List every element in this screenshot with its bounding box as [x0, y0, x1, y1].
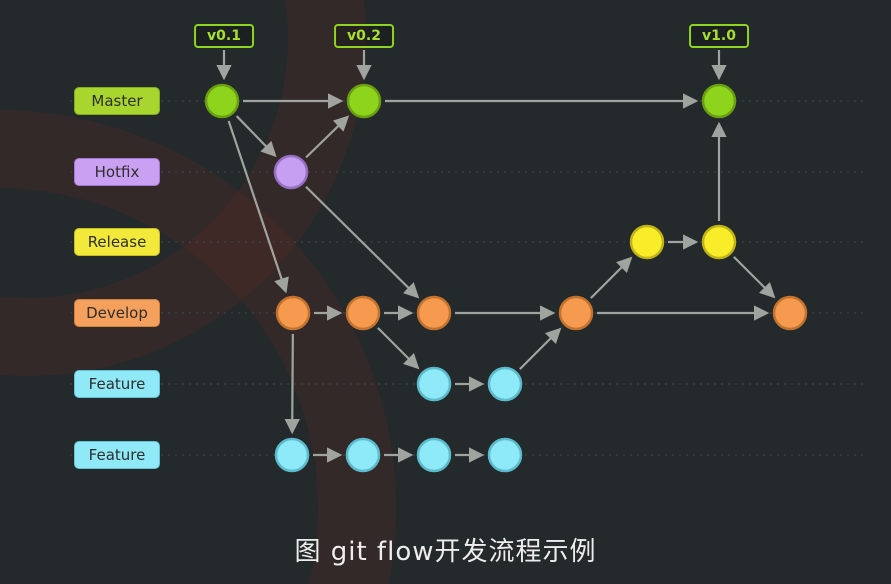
- commit-node: [274, 437, 310, 473]
- commit-arrow: [305, 115, 350, 159]
- commit-node: [416, 295, 452, 331]
- commit-node: [558, 295, 594, 331]
- commit-node: [345, 295, 381, 331]
- commit-arrow: [733, 256, 776, 299]
- commit-node: [487, 437, 523, 473]
- version-tag-v1.0: v1.0: [689, 24, 749, 48]
- figure-caption: 图 git flow开发流程示例: [294, 537, 597, 567]
- commit-arrow: [305, 185, 420, 299]
- branch-label-release: Release: [74, 228, 160, 256]
- commit-node: [416, 366, 452, 402]
- version-tag-v0.2: v0.2: [334, 24, 394, 48]
- commit-arrow: [235, 115, 277, 158]
- commit-node: [772, 295, 808, 331]
- commit-node: [346, 83, 382, 119]
- commit-node: [275, 295, 311, 331]
- commit-node: [345, 437, 381, 473]
- commit-arrow: [590, 256, 633, 299]
- commit-node: [629, 224, 665, 260]
- branch-label-feature: Feature: [74, 370, 160, 398]
- version-tag-v0.1: v0.1: [194, 24, 254, 48]
- commit-node: [701, 224, 737, 260]
- commit-arrow: [377, 327, 420, 370]
- commit-node: [416, 437, 452, 473]
- branch-label-hotfix: Hotfix: [74, 158, 160, 186]
- commit-arrow: [284, 333, 300, 435]
- commit-node: [487, 366, 523, 402]
- branch-label-master: Master: [74, 87, 160, 115]
- commit-arrow: [227, 120, 289, 294]
- branch-label-develop: Develop: [74, 299, 160, 327]
- branch-label-feature: Feature: [74, 441, 160, 469]
- commit-node: [273, 154, 309, 190]
- commit-node: [204, 83, 240, 119]
- commit-arrow: [519, 327, 562, 370]
- commit-node: [701, 83, 737, 119]
